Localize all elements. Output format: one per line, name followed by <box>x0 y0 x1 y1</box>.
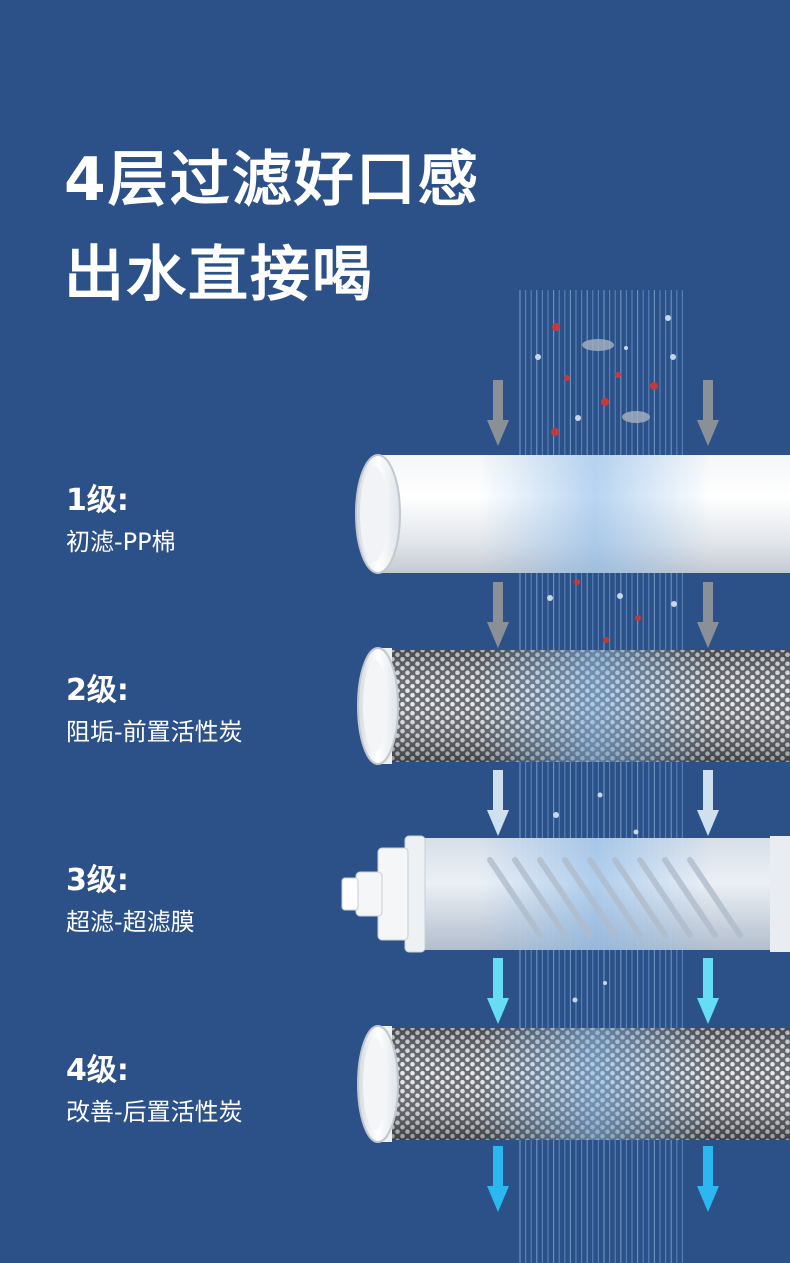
filter-uf-membrane <box>341 835 790 953</box>
down-arrow-icon <box>697 958 719 1024</box>
stage-4-description: 改善-后置活性炭 <box>66 1098 243 1126</box>
stage-2: 2级: 阻垢-前置活性炭 <box>66 673 243 746</box>
down-arrow-icon <box>697 380 719 446</box>
down-arrow-icon <box>697 1146 719 1212</box>
down-arrow-icon <box>697 582 719 648</box>
stage-2-description: 阻垢-前置活性炭 <box>66 718 243 746</box>
stage-2-number: 2级: <box>66 673 129 708</box>
stage-1: 1级: 初滤-PP棉 <box>66 483 176 556</box>
stage-4-number: 4级: <box>66 1053 129 1088</box>
down-arrow-icon <box>487 380 509 446</box>
flow-arrows <box>487 380 719 1212</box>
headline-line-1: 4层过滤好口感 <box>64 145 480 215</box>
impurity-particles <box>535 315 677 1003</box>
stage-3-number: 3级: <box>66 863 129 898</box>
down-arrow-icon <box>487 770 509 836</box>
stage-1-number: 1级: <box>66 483 129 518</box>
filter-pp-cotton <box>355 454 790 574</box>
stage-3-description: 超滤-超滤膜 <box>66 908 195 936</box>
stage-1-description: 初滤-PP棉 <box>66 528 176 556</box>
headline-line-2: 出水直接喝 <box>64 240 374 310</box>
filter-post-carbon <box>357 1025 790 1143</box>
stage-3: 3级: 超滤-超滤膜 <box>66 863 195 936</box>
stage-4: 4级: 改善-后置活性炭 <box>66 1053 243 1126</box>
down-arrow-icon <box>697 770 719 836</box>
down-arrow-icon <box>487 1146 509 1212</box>
down-arrow-icon <box>487 958 509 1024</box>
down-arrow-icon <box>487 582 509 648</box>
filter-pre-carbon <box>357 647 790 765</box>
